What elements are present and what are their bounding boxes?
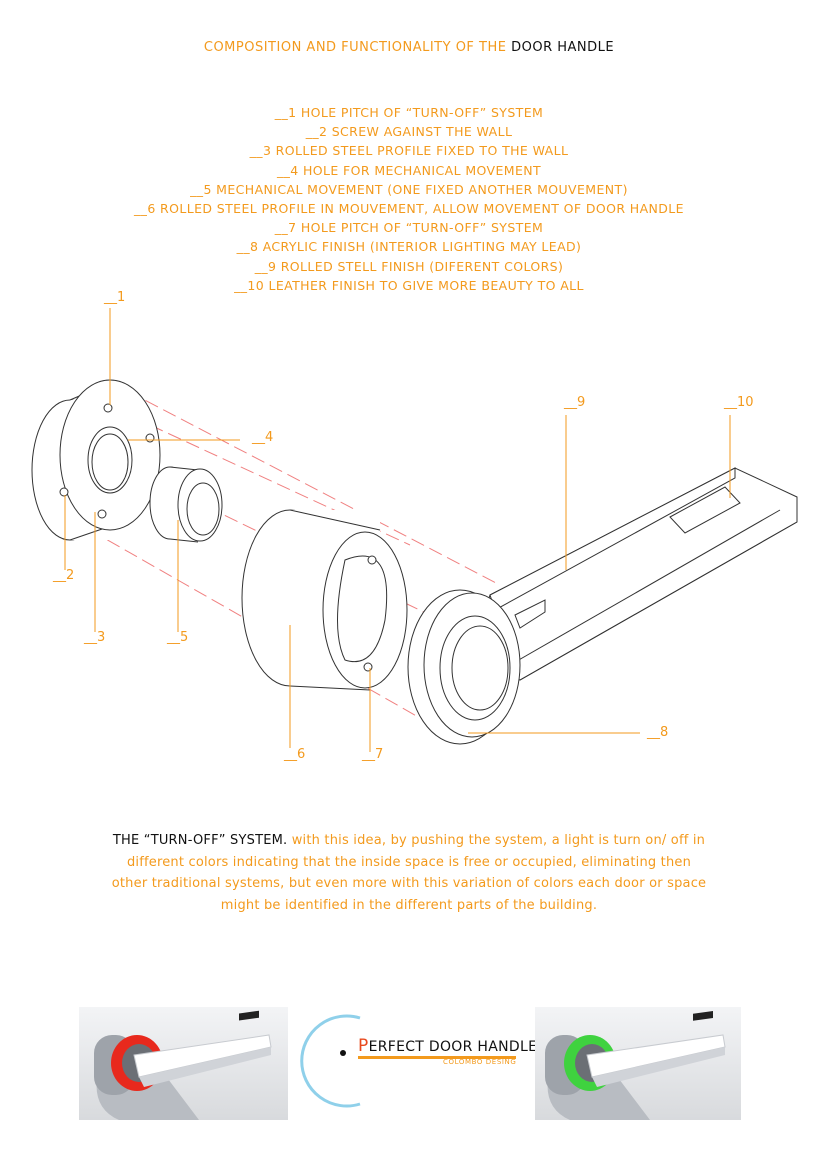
legend-item-5: __5 MECHANICAL MOVEMENT (ONE FIXED ANOTH… bbox=[190, 181, 628, 197]
rotating-cylinder bbox=[241, 509, 408, 691]
brand-logo: PERFECT DOOR HANDLE COLOMBO DESING bbox=[298, 1008, 537, 1120]
mechanical-movement bbox=[149, 466, 223, 543]
description-lead: THE “TURN-OFF” SYSTEM. bbox=[112, 833, 288, 848]
callout-5: __5 bbox=[167, 630, 189, 645]
legend-item-4: __4 HOLE FOR MECHANICAL MOVEMENT bbox=[276, 162, 542, 178]
turn-off-description: THE “TURN-OFF” SYSTEM. with this idea, b… bbox=[110, 830, 708, 916]
callout-7: __7 bbox=[362, 747, 384, 762]
callout-1: __1 bbox=[104, 290, 126, 305]
handle-assembly bbox=[407, 467, 798, 745]
legend-item-3: __3 ROLLED STEEL PROFILE FIXED TO THE WA… bbox=[249, 143, 569, 159]
logo-circle-icon bbox=[300, 1014, 361, 1108]
callout-3: __3 bbox=[84, 630, 106, 645]
logo-name-rest: ERFECT DOOR HANDLE bbox=[368, 1039, 538, 1055]
page-title: COMPOSITION AND FUNCTIONALITY OF THE DOO… bbox=[0, 40, 818, 55]
callout-9: __9 bbox=[564, 395, 586, 410]
callout-4: __4 bbox=[252, 430, 274, 445]
legend-item-8: __8 ACRYLIC FINISH (INTERIOR LIGHTING MA… bbox=[236, 239, 582, 255]
legend-item-9: __9 ROLLED STELL FINISH (DIFERENT COLORS… bbox=[254, 258, 564, 274]
legend-item-7: __7 HOLE PITCH OF “TURN-OFF” SYSTEM bbox=[274, 220, 544, 236]
fixed-wall-ring bbox=[31, 379, 161, 541]
handle-render-green-icon bbox=[535, 1007, 741, 1120]
logo-subtitle: COLOMBO DESING bbox=[443, 1058, 517, 1066]
callout-leaders bbox=[64, 308, 731, 752]
exploded-view-drawing bbox=[31, 308, 798, 752]
callout-6: __6 bbox=[284, 747, 306, 762]
logo-underline bbox=[358, 1056, 516, 1059]
callout-10: __10 bbox=[724, 395, 754, 410]
title-part-2: DOOR HANDLE bbox=[511, 40, 615, 55]
legend-item-10: __10 LEATHER FINISH TO GIVE MORE BEAUTY … bbox=[234, 277, 584, 293]
parts-legend: __1 HOLE PITCH OF “TURN-OFF” SYSTEM __2 … bbox=[0, 103, 818, 295]
description-body: with this idea, by pushing the system, a… bbox=[111, 833, 707, 913]
logo-name: PERFECT DOOR HANDLE bbox=[358, 1036, 537, 1056]
title-part-1: COMPOSITION AND FUNCTIONALITY OF THE bbox=[203, 40, 512, 55]
legend-item-1: __1 HOLE PITCH OF “TURN-OFF” SYSTEM bbox=[274, 105, 544, 120]
legend-item-6: __6 ROLLED STEEL PROFILE IN MOUVEMENT, A… bbox=[134, 201, 684, 217]
handle-render-red-icon bbox=[79, 1007, 288, 1120]
callout-8: __8 bbox=[647, 725, 669, 740]
logo-initial: P bbox=[358, 1036, 369, 1056]
callout-2: __2 bbox=[53, 568, 75, 583]
legend-item-2: __2 SCREW AGAINST THE WALL bbox=[305, 124, 513, 140]
